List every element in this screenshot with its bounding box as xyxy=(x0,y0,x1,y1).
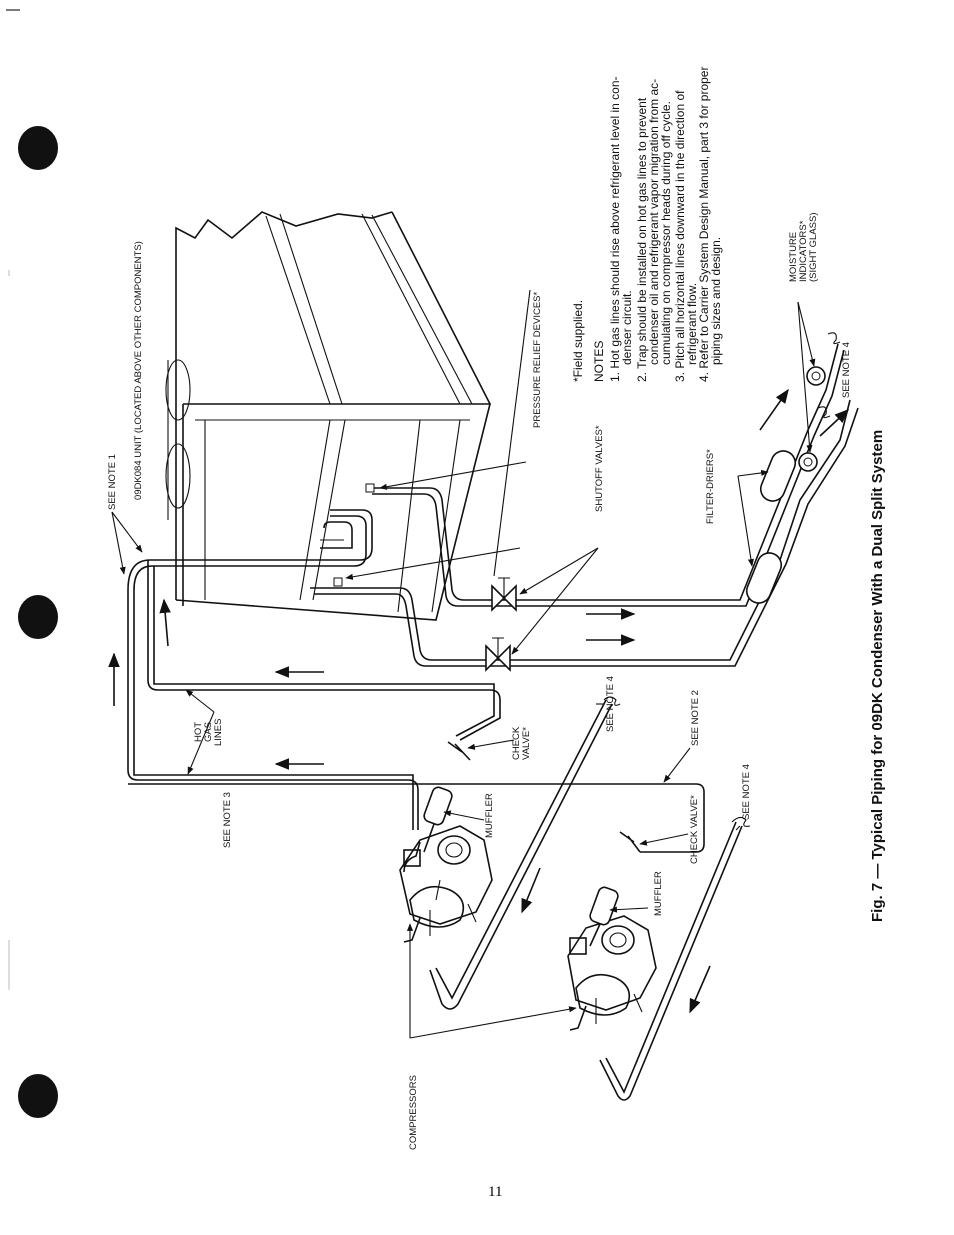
note-2-line-2: condenser oil and refrigerant vapor migr… xyxy=(647,79,661,365)
moisture-indicators-label-3: (SIGHT GLASS) xyxy=(808,212,819,282)
hot-gas-label-1: HOT xyxy=(193,722,204,742)
muffler-1-label: MUFFLER xyxy=(484,793,495,838)
compressors-label: COMPRESSORS xyxy=(408,1075,419,1150)
note-4-line-2: piping sizes and design. xyxy=(709,237,723,365)
hot-gas-lines xyxy=(127,509,705,853)
hot-gas-label-2: GAS xyxy=(203,722,214,742)
sight-glass-2 xyxy=(806,366,826,386)
see-note-3-label: SEE NOTE 3 xyxy=(222,792,233,848)
liquid-lines xyxy=(310,332,859,672)
field-supplied-note: *Field supplied. xyxy=(571,300,585,382)
unit-label: 09DK084 UNIT (LOCATED ABOVE OTHER COMPON… xyxy=(133,241,144,500)
condenser-unit xyxy=(165,211,492,621)
moisture-indicators-label-2: INDICATORS* xyxy=(798,220,809,282)
binder-hole-bottom xyxy=(18,1074,58,1118)
see-note-4-bottom-label: SEE NOTE 4 xyxy=(741,764,752,820)
see-note-4-mid-label: SEE NOTE 4 xyxy=(605,676,616,732)
note-2-line-3: cumulating on compressor heads during of… xyxy=(659,101,673,365)
shutoff-valves-label: SHUTOFF VALVES* xyxy=(594,425,605,512)
leader-lines xyxy=(111,289,816,1039)
flow-arrows xyxy=(108,388,850,1014)
binder-hole-middle xyxy=(18,595,58,639)
note-2-line-1: 2. Trap should be installed on hot gas l… xyxy=(635,97,649,382)
notes-heading: NOTES xyxy=(592,341,606,382)
filter-drier-2 xyxy=(759,450,797,502)
see-note-4-top-label: SEE NOTE 4 xyxy=(841,342,852,398)
note-3-line-1: 3. Pitch all horizontal lines downward i… xyxy=(673,90,687,382)
figure-caption: Fig. 7 — Typical Piping for 09DK Condens… xyxy=(869,430,886,922)
note-4-line-1: 4. Refer to Carrier System Design Manual… xyxy=(697,67,711,382)
check-valve-1-label-1: CHECK xyxy=(511,726,522,760)
note-1-line-2: denser circuit. xyxy=(620,290,634,365)
muffler-2 xyxy=(589,886,619,947)
suction-lines xyxy=(429,696,751,1101)
muffler-1 xyxy=(423,786,453,853)
check-valve-2-label: CHECK VALVE* xyxy=(689,795,700,864)
note-1-line-1: 1. Hot gas lines should rise above refri… xyxy=(608,77,622,383)
notes-block: *Field supplied. NOTES 1. Hot gas lines … xyxy=(571,67,723,382)
see-note-2-label: SEE NOTE 2 xyxy=(690,690,701,746)
binder-hole-top xyxy=(18,126,58,170)
compressor-2 xyxy=(567,915,657,1031)
pressure-relief-label: PRESSURE RELIEF DEVICES* xyxy=(532,291,543,428)
note-3-line-2: refrigerant flow. xyxy=(685,283,699,365)
page-number: 11 xyxy=(488,1184,502,1200)
see-note-1-label: SEE NOTE 1 xyxy=(107,454,118,510)
sight-glass-1 xyxy=(798,452,818,472)
binder-holes xyxy=(6,9,58,1118)
filter-drier-1 xyxy=(745,552,783,604)
diagram-labels: 09DK084 UNIT (LOCATED ABOVE OTHER COMPON… xyxy=(107,212,852,1150)
muffler-2-label: MUFFLER xyxy=(653,871,664,916)
moisture-indicators-label-1: MOISTURE xyxy=(788,232,799,282)
compressor-1 xyxy=(399,825,493,943)
hot-gas-label-3: LINES xyxy=(213,719,224,746)
filter-driers-label: FILTER-DRIERS* xyxy=(705,449,716,524)
check-valve-1-label-2: VALVE* xyxy=(521,727,532,760)
